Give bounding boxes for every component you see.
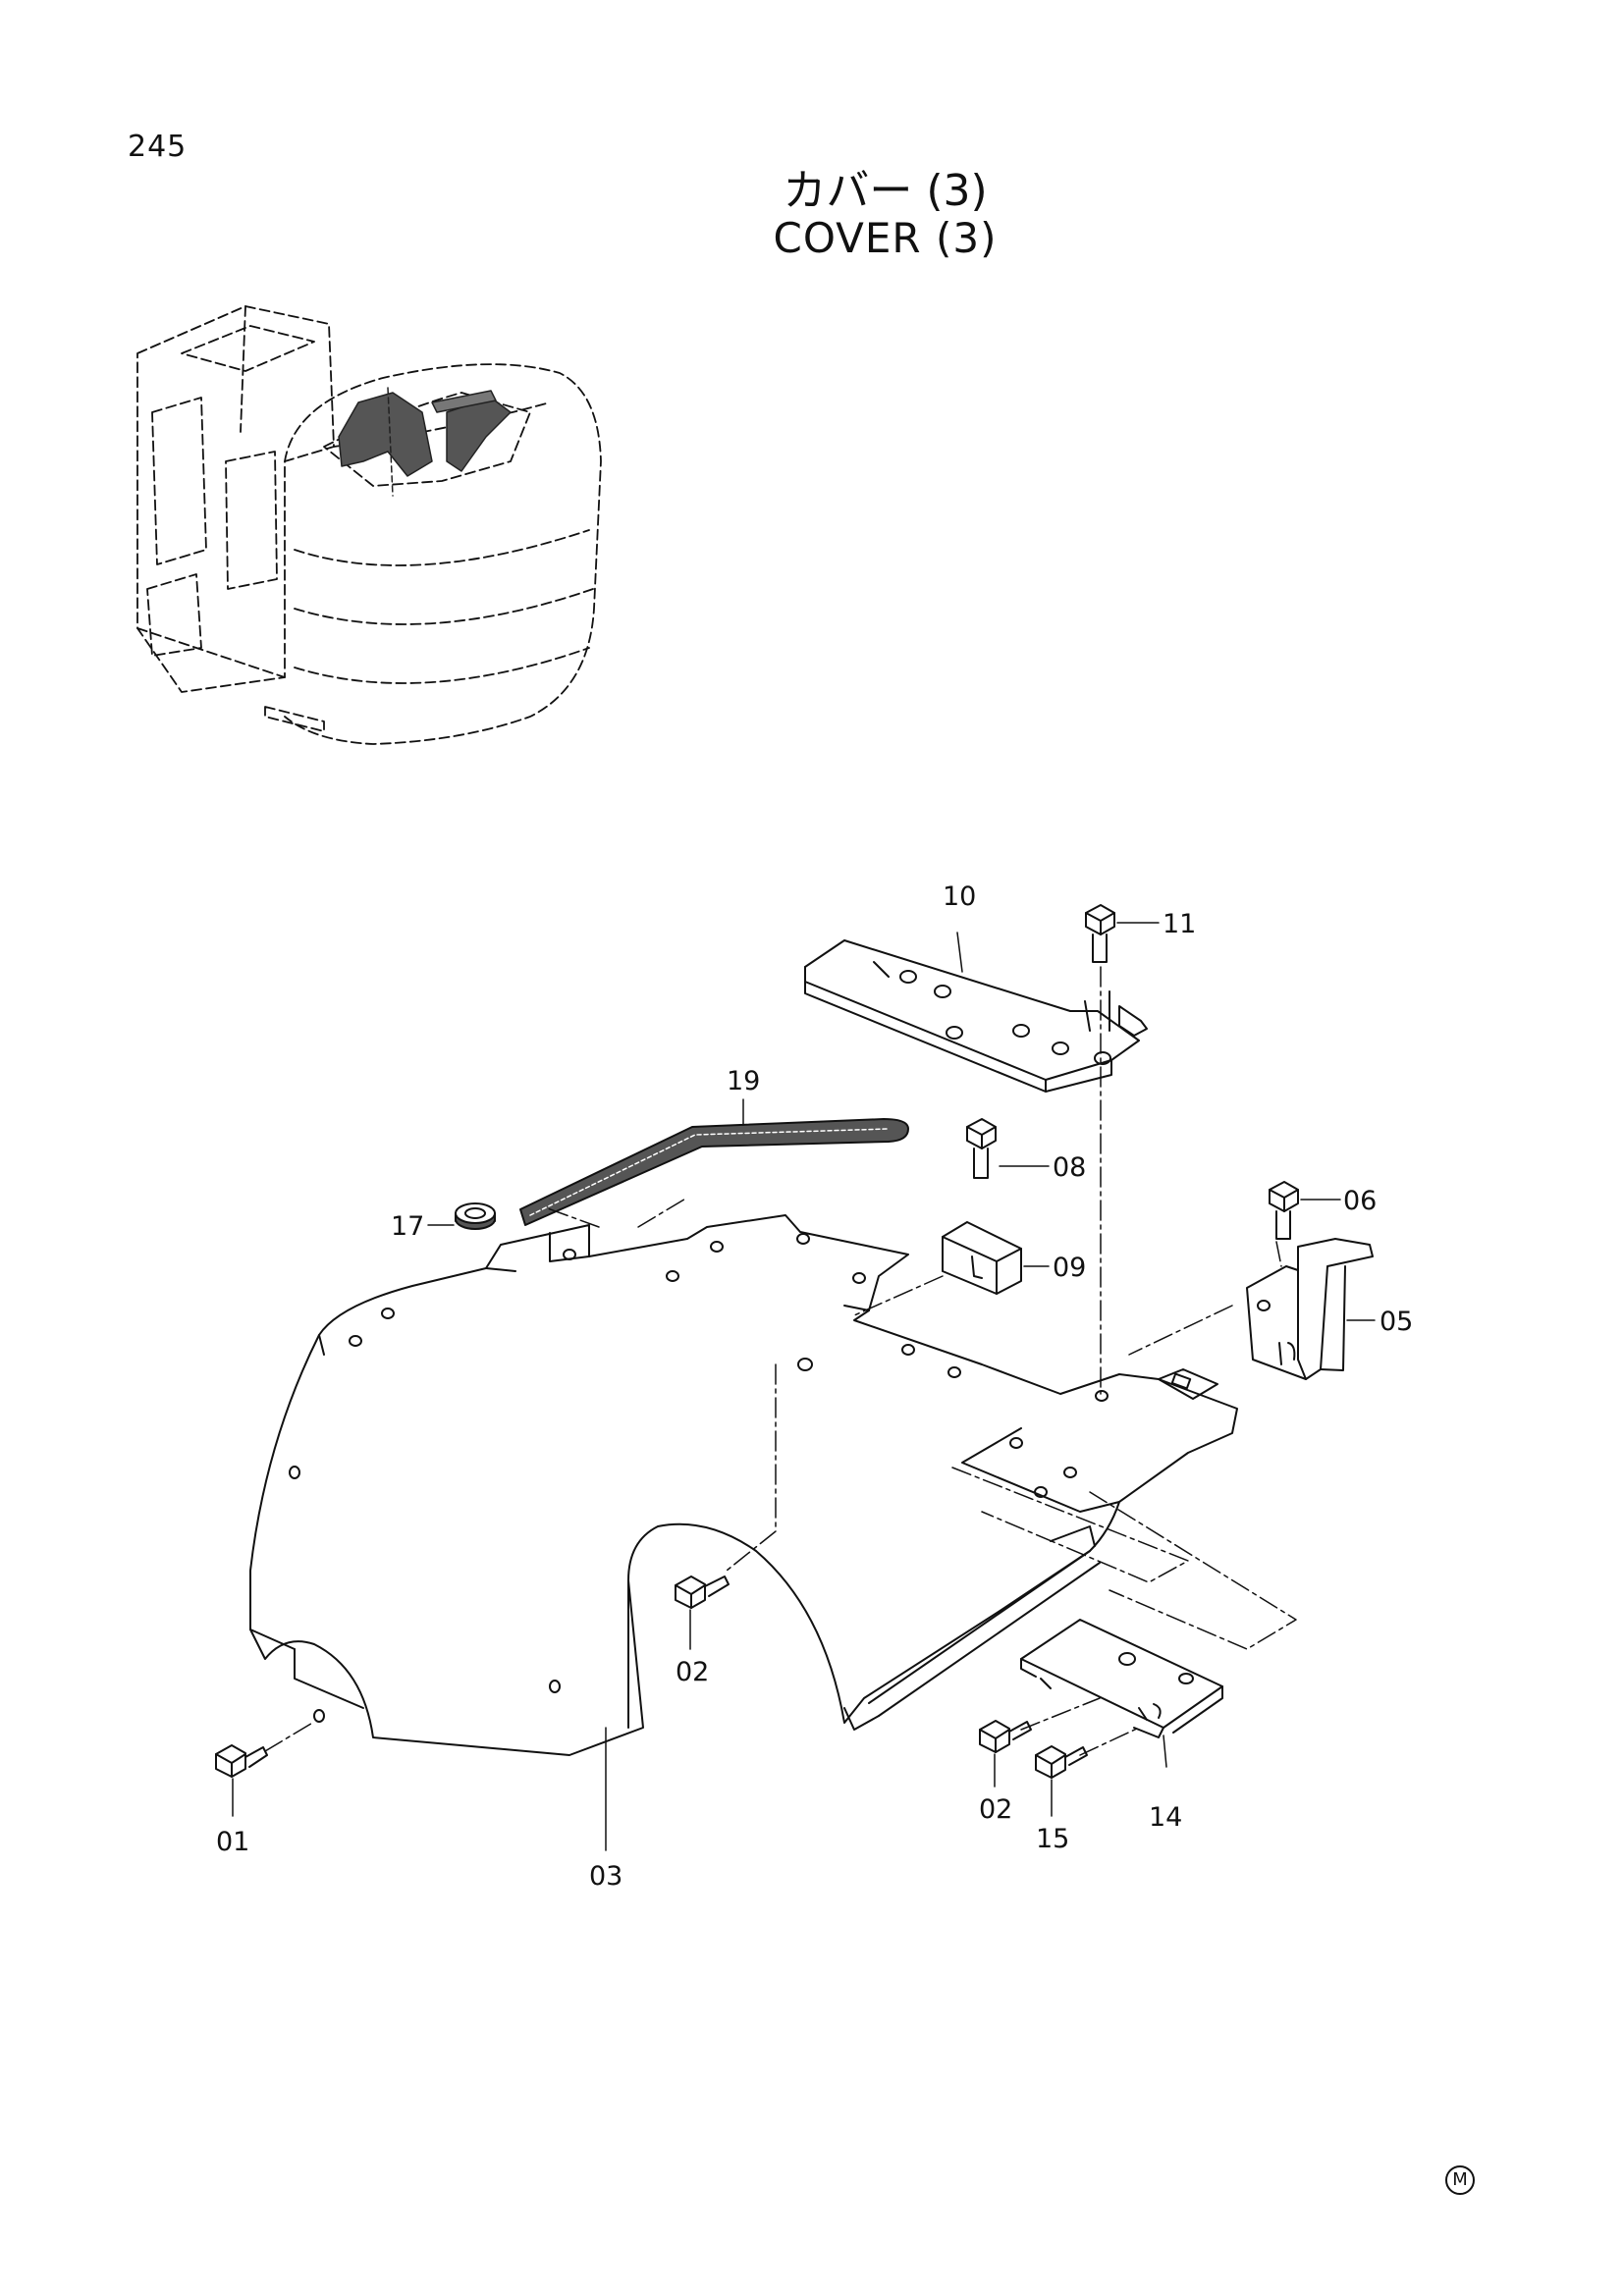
callout-labels: 01 02 02 03 05 06 08 09 10 11 14 15 17 1… <box>216 881 1413 1892</box>
callout-02-right: 02 <box>979 1794 1012 1825</box>
bolt-part-15 <box>1035 1745 1088 1779</box>
callout-03: 03 <box>589 1861 622 1892</box>
callout-08: 08 <box>1053 1152 1086 1183</box>
bolt-part-02-middle <box>675 1575 730 1609</box>
block-part-09 <box>942 1221 1022 1295</box>
manufacturer-mark: M <box>1445 2165 1475 2195</box>
page-number: 245 <box>128 130 188 164</box>
callout-02-middle: 02 <box>676 1657 709 1687</box>
seal-strip-part-19 <box>519 1118 909 1226</box>
bolt-part-06 <box>1269 1181 1299 1240</box>
callout-leader-lines <box>232 922 1376 1851</box>
callout-09: 09 <box>1053 1253 1086 1283</box>
plate-part-10 <box>804 939 1148 1093</box>
cover-plate-part-14 <box>1020 1619 1223 1738</box>
callout-15: 15 <box>1036 1824 1069 1854</box>
bolt-part-01 <box>215 1744 268 1778</box>
callout-01: 01 <box>216 1827 249 1857</box>
callout-06: 06 <box>1343 1186 1377 1216</box>
bolt-part-11 <box>1085 904 1115 963</box>
callout-19: 19 <box>727 1066 760 1096</box>
callout-17: 17 <box>391 1211 424 1242</box>
bolt-part-08 <box>966 1118 997 1179</box>
page-title-japanese: カバー (3) <box>783 166 988 216</box>
grommet-part-17 <box>455 1202 496 1230</box>
callout-10: 10 <box>943 881 976 912</box>
callout-11: 11 <box>1163 909 1196 939</box>
callout-05: 05 <box>1380 1307 1413 1337</box>
assembly-centerlines <box>264 966 1297 1756</box>
cover-panel-part-03 <box>249 1214 1238 1756</box>
machine-overview-inset <box>136 305 602 745</box>
highlighted-cover-in-inset <box>338 387 512 497</box>
bolt-part-02-right <box>979 1720 1032 1753</box>
bracket-part-05 <box>1246 1238 1374 1380</box>
page-title-english: COVER (3) <box>773 214 998 262</box>
callout-14: 14 <box>1149 1802 1182 1833</box>
